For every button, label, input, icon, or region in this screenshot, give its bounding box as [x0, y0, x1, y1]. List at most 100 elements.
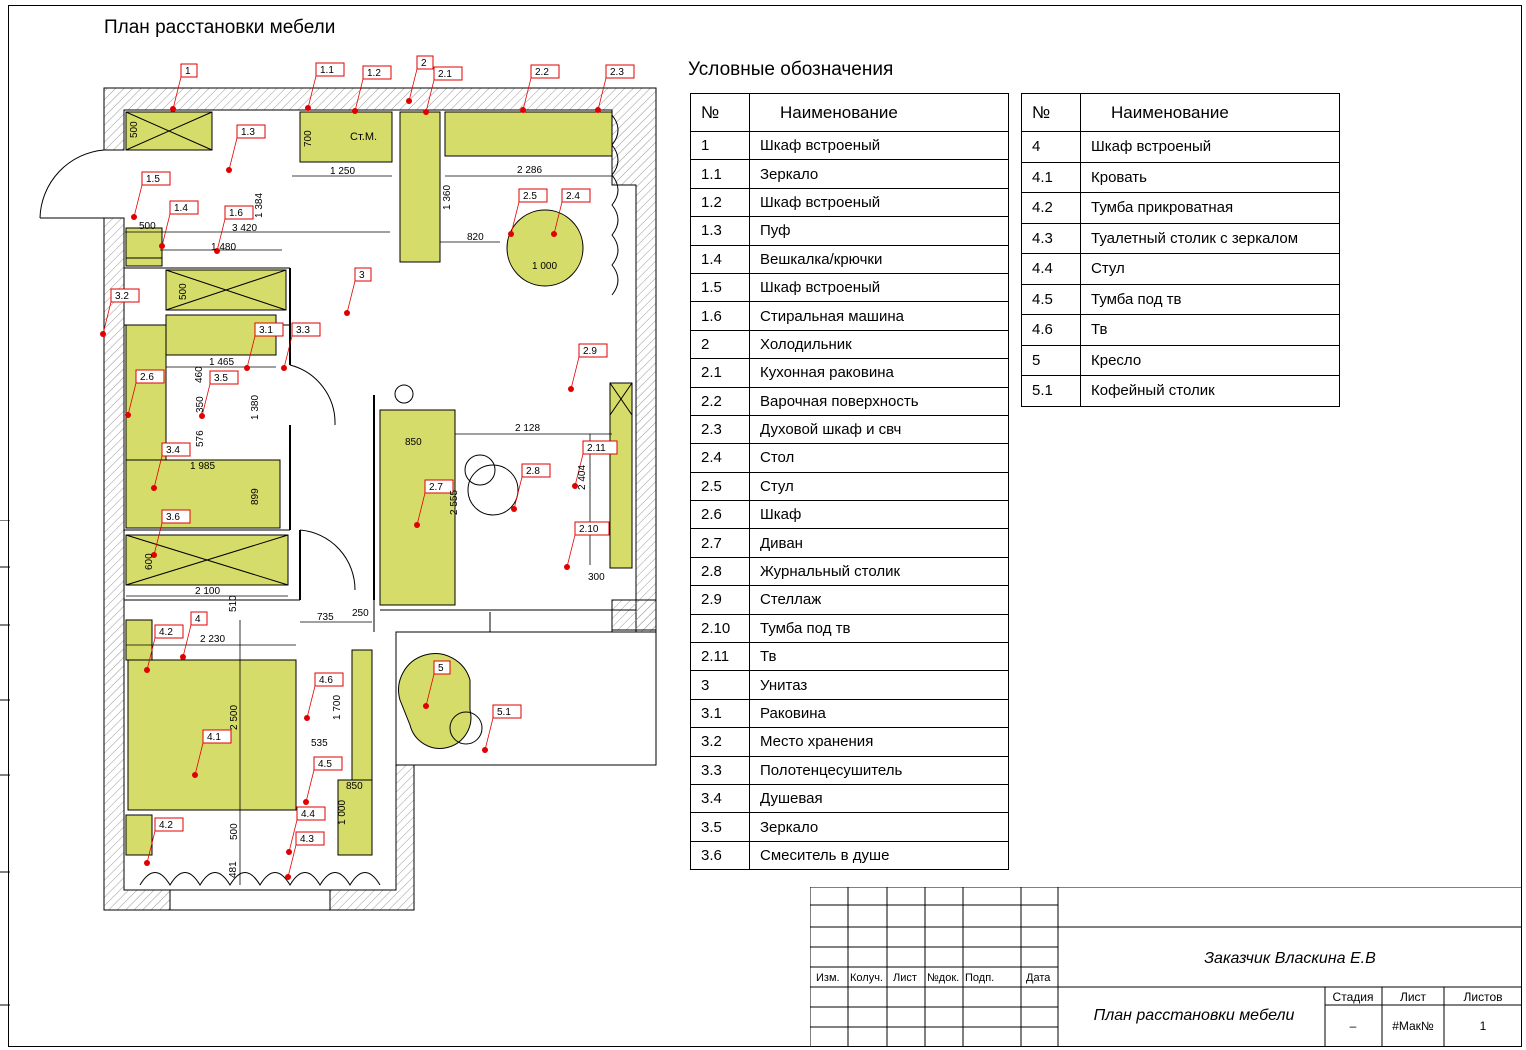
plan-mark-dot	[304, 715, 310, 721]
dimension-label: 250	[352, 608, 369, 619]
plan-mark-label: 4.1	[207, 732, 221, 743]
legend-name: Шкаф встроеный	[1080, 131, 1340, 163]
plan-mark-label: 2.6	[140, 372, 154, 383]
plan-mark: 4.6	[304, 672, 344, 721]
plan-mark-label: 5.1	[497, 707, 511, 718]
dimension-label: 510	[228, 595, 239, 612]
plan-mark-label: 1.2	[367, 68, 381, 79]
stamp-col-izm: Изм.	[816, 972, 840, 984]
stamp-stage-label: Стадия	[1333, 990, 1374, 1004]
dimension-label: 1 000	[532, 261, 557, 272]
legend-name: Шкаф встроеный	[749, 130, 1009, 161]
stamp-sheet-label: Лист	[1400, 990, 1427, 1004]
dimension-label: 500	[139, 221, 156, 232]
title-block: Изм. Колуч. Лист №док. Подп. Дата Заказч…	[810, 887, 1522, 1047]
dimension-label: 2 404	[577, 465, 588, 490]
plan-mark-dot	[131, 214, 137, 220]
plan-mark-dot	[595, 107, 601, 113]
plan-mark-dot	[285, 874, 291, 880]
plan-mark-dot	[226, 167, 232, 173]
plan-mark-label: 2.4	[566, 191, 580, 202]
legend-num: 2.6	[690, 500, 750, 530]
plan-mark-dot	[568, 386, 574, 392]
floor-plan: Ст.М.	[39, 87, 657, 911]
legend-num: 1.1	[690, 159, 750, 189]
plan-mark: 4.4	[286, 806, 326, 855]
plan-mark-dot	[144, 667, 150, 673]
legend-title: Условные обозначения	[688, 59, 894, 80]
plan-mark: 5.1	[482, 704, 522, 753]
dimension-label: 500	[178, 283, 189, 300]
stamp-customer: Заказчик Власкина Е.В	[1204, 950, 1376, 967]
plan-mark-dot	[286, 849, 292, 855]
plan-mark-label: 2.7	[429, 482, 443, 493]
plan-mark-dot	[214, 248, 220, 254]
plan-mark-dot	[551, 231, 557, 237]
plan-mark-label: 2.1	[438, 69, 452, 80]
plan-mark-dot	[180, 654, 186, 660]
plan-mark: 2.9	[568, 343, 608, 392]
plan-mark-label: 4.2	[159, 820, 173, 831]
dimension-label: 1 380	[250, 395, 261, 420]
plan-mark-dot	[508, 231, 514, 237]
plan-mark-dot	[511, 506, 517, 512]
plan-mark-label: 1.1	[320, 65, 334, 76]
plan-mark: 3.5	[199, 370, 239, 419]
plan-mark-dot	[303, 799, 309, 805]
legend-name: Полотенцесушитель	[749, 755, 1009, 785]
legend-num: 3	[690, 670, 750, 700]
legend-name: Тумба под тв	[1080, 283, 1340, 315]
plan-mark-label: 2.11	[587, 443, 606, 454]
legend-num: 1.6	[690, 301, 750, 331]
plan-mark: 1.1	[305, 62, 345, 111]
legend-num: 2.1	[690, 358, 750, 388]
plan-mark-dot	[564, 564, 570, 570]
plan-mark-label: 1.3	[241, 127, 255, 138]
legend-num: 4.5	[1021, 283, 1081, 315]
plan-mark-label: 4.4	[301, 809, 315, 820]
legend-num: 1.3	[690, 216, 750, 246]
legend-num: 3.2	[690, 727, 750, 757]
legend-num: 3.6	[690, 840, 750, 871]
plan-mark-dot	[125, 412, 131, 418]
plan-mark-dot	[305, 105, 311, 111]
legend-name: Духовой шкаф и свч	[749, 414, 1009, 445]
plan-mark: 2.3	[595, 64, 635, 113]
legend-header-name: Наименование	[749, 93, 1009, 132]
plan-mark: 5	[423, 660, 451, 709]
plan-mark: 2.5	[508, 188, 548, 237]
legend-name: Кровать	[1080, 161, 1340, 193]
dimension-label: 500	[229, 823, 240, 840]
legend-name: Место хранения	[749, 727, 1009, 757]
dimension-label: 500	[129, 121, 140, 138]
plan-mark-dot	[100, 331, 106, 337]
plan-mark-label: 3.1	[259, 325, 273, 336]
plan-mark-label: 3	[359, 270, 365, 281]
legend-num: 3.3	[690, 755, 750, 785]
dimension-label: 700	[303, 130, 314, 147]
stamp-sheet-value: #Мак№	[1392, 1019, 1434, 1033]
legend-name: Тв	[1080, 314, 1340, 346]
dimension-label: 899	[250, 488, 261, 505]
plan-mark-dot	[244, 365, 250, 371]
legend-name: Душевая	[749, 783, 1009, 814]
plan-mark-dot	[344, 310, 350, 316]
dimension-label: 350	[195, 396, 206, 413]
dimension-label: 481	[228, 861, 239, 878]
plan-mark: 1.2	[352, 65, 392, 114]
plan-mark-dot	[151, 552, 157, 558]
